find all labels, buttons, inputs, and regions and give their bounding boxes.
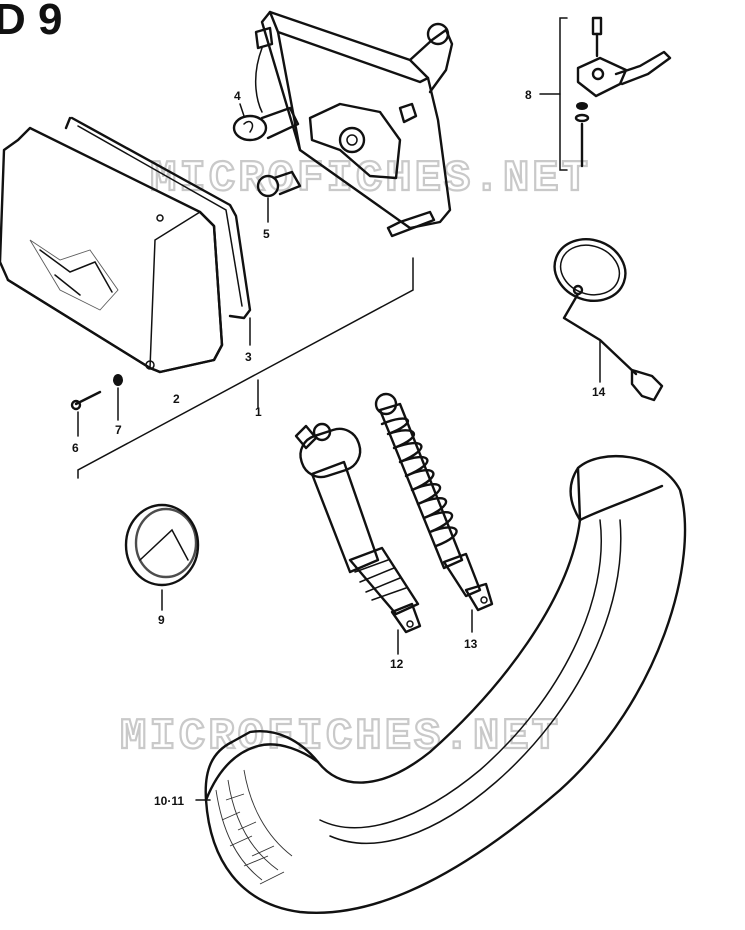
callout-9: 9 (158, 613, 165, 627)
callout-1: 1 (255, 405, 262, 419)
lamp-gasket (64, 116, 252, 346)
rear-shock-absorber-left (294, 422, 422, 655)
lamp-housing (254, 10, 454, 238)
watermark-top: MICROFICHES.NET (150, 154, 591, 204)
callout-3: 3 (245, 350, 252, 364)
callout-5: 5 (263, 227, 270, 241)
callout-14: 14 (592, 385, 606, 399)
callout-7: 7 (115, 423, 122, 437)
callout-13: 13 (464, 637, 478, 651)
small-bulb (256, 170, 302, 223)
plate-bracket-bolt-set (539, 16, 672, 171)
lamp-bulb (232, 103, 300, 142)
callout-8: 8 (525, 88, 532, 102)
callout-2: 2 (173, 392, 180, 406)
callout-10-11: 10·11 (154, 794, 184, 808)
callout-12: 12 (390, 657, 404, 671)
rear-fender (195, 455, 687, 914)
watermark-bottom: MICROFICHES.NET (120, 712, 561, 762)
corner-mark: D 9 (0, 0, 62, 44)
rear-shock-absorber-right (374, 392, 494, 633)
lens-screw (70, 390, 102, 437)
callout-6: 6 (72, 441, 79, 455)
tail-lamp-lens (0, 126, 224, 374)
assembly-bracket-1 (77, 257, 414, 479)
rear-view-mirror (553, 238, 664, 402)
rear-reflector (124, 503, 200, 611)
lens-washer (113, 374, 123, 421)
callout-4: 4 (234, 89, 241, 103)
